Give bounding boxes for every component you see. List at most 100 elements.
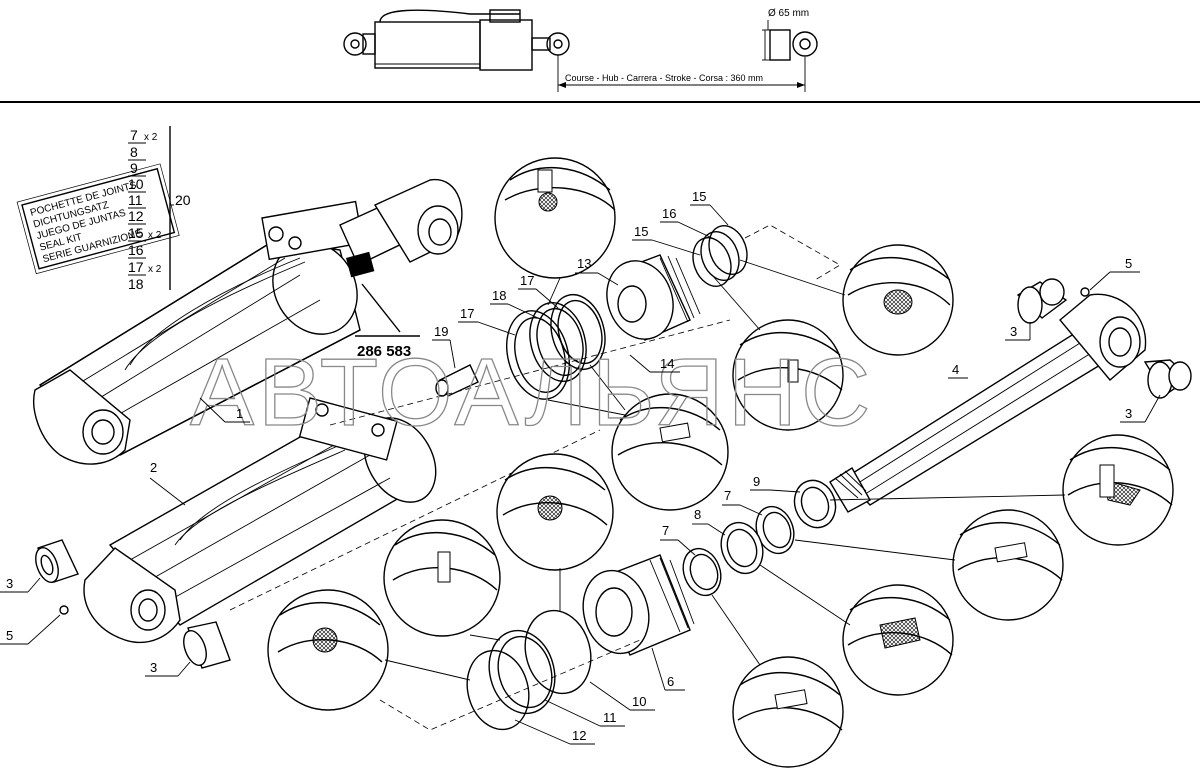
callout-7a: 7 xyxy=(722,488,763,516)
detail-circle xyxy=(952,509,1064,621)
seal-kit-list: 7 x 2 8 9 10 11 12 15 x 2 1 xyxy=(128,126,191,292)
svg-text:10: 10 xyxy=(128,176,144,192)
callout-2: 2 xyxy=(149,460,186,506)
kit-item: 11 xyxy=(128,192,146,209)
seal-ring-8 xyxy=(720,521,764,575)
svg-text:14: 14 xyxy=(660,356,674,371)
svg-text:7: 7 xyxy=(130,127,138,143)
callout-9: 9 xyxy=(750,474,801,493)
svg-text:7: 7 xyxy=(662,523,669,538)
svg-text:9: 9 xyxy=(753,474,760,489)
svg-text:3: 3 xyxy=(1010,324,1017,339)
svg-text:16: 16 xyxy=(662,206,676,221)
svg-text:286 583: 286 583 xyxy=(357,343,411,360)
svg-text:8: 8 xyxy=(694,507,701,522)
detail-circle xyxy=(842,584,954,696)
callout-4: 4 xyxy=(948,362,968,379)
callout-11: 11 xyxy=(544,699,625,727)
callout-3c: 3 xyxy=(1005,322,1031,341)
stroke-dimension xyxy=(558,82,805,88)
callouts: 1 2 3 3 3 3 4 5 5 6 7 7 8 9 10 11 12 13 … xyxy=(0,189,1161,745)
svg-text:18: 18 xyxy=(128,276,144,292)
svg-text:17: 17 xyxy=(460,306,474,321)
callout-17b: 17 xyxy=(458,306,516,336)
callout-6: 6 xyxy=(651,647,685,691)
cylinder-end-view xyxy=(762,20,818,92)
cylinder-1 xyxy=(33,179,463,465)
kit-group-number: 20 xyxy=(175,192,191,208)
svg-text:5: 5 xyxy=(1125,256,1132,271)
callout-17a: 17 xyxy=(518,273,559,309)
svg-text:1: 1 xyxy=(236,406,243,421)
svg-text:15: 15 xyxy=(634,224,648,239)
callout-18: 18 xyxy=(490,288,539,319)
svg-text:x 2: x 2 xyxy=(148,230,162,241)
bushing-part-3-upper-left xyxy=(35,539,79,583)
detail-circle xyxy=(1062,434,1174,546)
svg-text:12: 12 xyxy=(572,728,586,743)
seal-ring-15-lower xyxy=(708,225,748,275)
svg-text:3: 3 xyxy=(1125,406,1132,421)
callout-3d: 3 xyxy=(1120,394,1161,423)
seal-ring-15-upper xyxy=(692,237,732,287)
seal-ring-10 xyxy=(524,609,592,695)
bushing-part-3-rod-bottom xyxy=(1143,359,1192,399)
detail-circle xyxy=(611,393,729,511)
detail-circle xyxy=(267,589,389,711)
part-code: 286 583 xyxy=(355,283,420,360)
detail-circle xyxy=(732,319,844,431)
kit-item: 16 xyxy=(128,242,146,259)
svg-text:9: 9 xyxy=(130,160,138,176)
svg-text:x 2: x 2 xyxy=(148,264,162,275)
callout-3a: 3 xyxy=(0,576,41,593)
kit-item: 18 xyxy=(128,276,144,292)
callout-19: 19 xyxy=(432,324,456,369)
callout-5a: 5 xyxy=(1089,256,1140,291)
callout-10: 10 xyxy=(589,681,655,711)
seal-ring-12 xyxy=(466,649,530,731)
callout-7b: 7 xyxy=(660,523,696,556)
seal-ring-18 xyxy=(529,302,587,382)
svg-text:15: 15 xyxy=(128,225,144,241)
kit-item: 15 x 2 xyxy=(128,225,162,242)
diameter-label: Ø 65 mm xyxy=(768,8,809,19)
svg-text:11: 11 xyxy=(603,710,617,725)
cylinder-2 xyxy=(83,397,437,644)
svg-text:6: 6 xyxy=(667,674,674,689)
detail-circle xyxy=(496,453,614,571)
callout-3b: 3 xyxy=(145,660,191,677)
gland-part-6 xyxy=(582,554,695,656)
watermark: АВТОАЛЬЯНС xyxy=(190,339,874,446)
stroke-label: Course - Hub - Carrera - Stroke - Corsa … xyxy=(565,73,763,83)
callout-12: 12 xyxy=(514,719,595,745)
svg-text:x 2: x 2 xyxy=(144,132,158,143)
svg-text:5: 5 xyxy=(6,628,13,643)
svg-text:15: 15 xyxy=(692,189,706,204)
seal-ring-16 xyxy=(700,231,740,281)
svg-text:3: 3 xyxy=(150,660,157,675)
detail-circle xyxy=(732,656,844,768)
bushing-part-3-lower-left xyxy=(183,621,231,669)
svg-text:18: 18 xyxy=(492,288,506,303)
svg-text:2: 2 xyxy=(150,460,157,475)
callout-16: 16 xyxy=(660,206,713,239)
seal-kit-label: POCHETTE DE JOINTS DICHTUNGSATZ JUEGO DE… xyxy=(16,163,180,275)
svg-text:8: 8 xyxy=(130,144,138,160)
callout-1: 1 xyxy=(199,397,250,423)
piston-part-13 xyxy=(606,254,701,341)
kit-item: 9 xyxy=(128,160,146,177)
detail-connectors xyxy=(384,259,1066,681)
detail-circle xyxy=(494,157,616,279)
detail-circle xyxy=(842,244,954,356)
svg-text:11: 11 xyxy=(128,192,143,208)
svg-text:7: 7 xyxy=(724,488,731,503)
grease-nipple-upper xyxy=(1080,287,1090,297)
detail-circle xyxy=(383,519,501,637)
kit-item: 7 x 2 xyxy=(128,127,158,144)
callout-13: 13 xyxy=(575,256,619,286)
callout-5b: 5 xyxy=(0,614,61,645)
svg-text:4: 4 xyxy=(952,362,959,377)
svg-text:17: 17 xyxy=(520,273,534,288)
svg-text:13: 13 xyxy=(577,256,591,271)
